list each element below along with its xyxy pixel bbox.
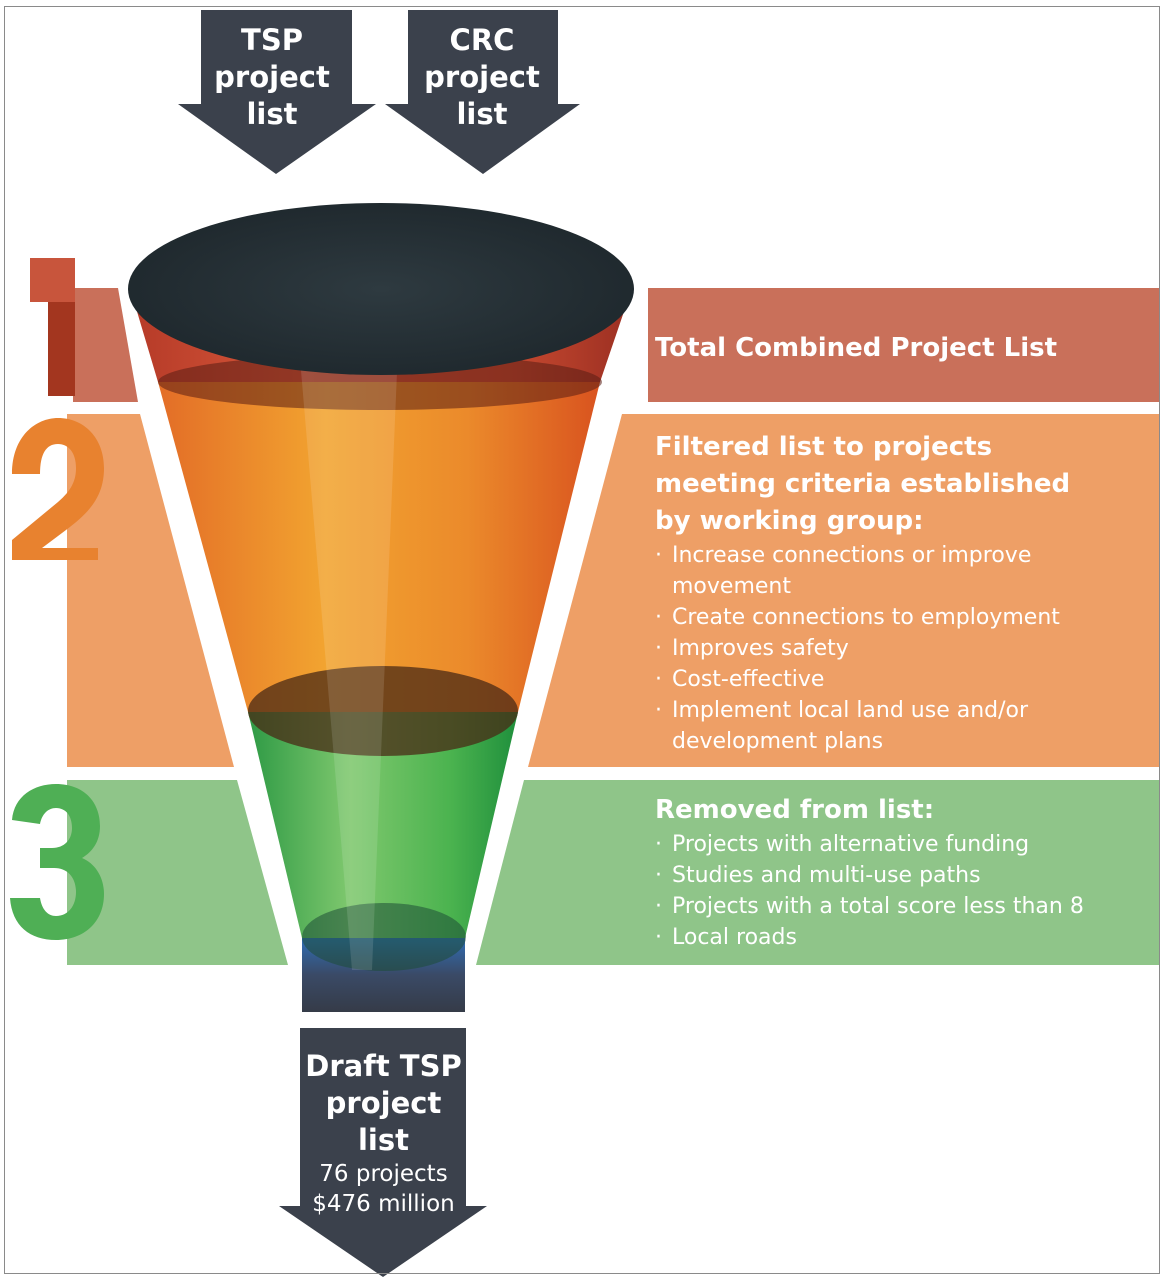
draft-label-line-2: project bbox=[325, 1086, 442, 1120]
removal-text: Local roads bbox=[672, 925, 797, 950]
stage-3-left-panel bbox=[67, 780, 288, 965]
crc-label-line-3: list bbox=[456, 97, 508, 131]
funnel-ring-orange-green bbox=[248, 666, 518, 756]
stage-2-left-panel bbox=[67, 414, 234, 767]
draft-label-line-1: Draft TSP bbox=[305, 1049, 462, 1083]
stage-1-right-panel bbox=[648, 288, 1159, 402]
criteria-text: Increase connections or improve movement bbox=[672, 543, 1032, 599]
stage-2-right-panel bbox=[528, 414, 1159, 767]
stage-1-number bbox=[30, 258, 75, 396]
stage-3-right-panel bbox=[476, 780, 1159, 965]
funnel bbox=[128, 203, 634, 1012]
stage-2-title: Filtered list to projects meeting criter… bbox=[655, 429, 1150, 540]
stage-2-title-line-3: by working group: bbox=[655, 506, 924, 536]
tsp-label-line-3: list bbox=[246, 97, 298, 131]
funnel-ring-green-spout bbox=[302, 903, 466, 971]
list-item: ·Local roads bbox=[655, 925, 797, 950]
draft-label-line-3: list bbox=[357, 1123, 409, 1157]
stage-3-removal-list: ·Projects with alternative funding ·Stud… bbox=[655, 829, 1150, 953]
stage-3-text: Removed from list: ·Projects with altern… bbox=[655, 792, 1150, 953]
crc-project-list-label: CRC project list bbox=[406, 22, 558, 133]
removal-text: Projects with a total score less than 8 bbox=[672, 894, 1084, 919]
list-item: ·Create connections to employment bbox=[655, 605, 1060, 630]
stage-2-title-line-1: Filtered list to projects bbox=[655, 432, 993, 462]
stage-2-text: Filtered list to projects meeting criter… bbox=[655, 429, 1150, 757]
criteria-text: Cost-effective bbox=[672, 667, 825, 692]
tsp-project-list-label: TSP project list bbox=[196, 22, 348, 133]
draft-project-cost: $476 million bbox=[312, 1191, 455, 1217]
stage-3-title: Removed from list: bbox=[655, 795, 935, 825]
tsp-input-arrow bbox=[178, 10, 376, 174]
list-item: ·Cost-effective bbox=[655, 667, 825, 692]
stage-1-title: Total Combined Project List bbox=[655, 333, 1058, 363]
crc-label-line-2: project bbox=[424, 60, 540, 94]
output-arrow bbox=[279, 1028, 487, 1277]
draft-project-count: 76 projects bbox=[319, 1161, 448, 1187]
stage-3-number bbox=[10, 784, 104, 940]
funnel-highlight bbox=[295, 300, 400, 970]
stage-1-text: Total Combined Project List bbox=[655, 330, 1150, 367]
draft-tsp-project-list-label: Draft TSP project list 76 projects $476 … bbox=[296, 1048, 471, 1219]
criteria-text: Improves safety bbox=[672, 636, 849, 661]
stage-2-criteria-list: ·Increase connections or improve movemen… bbox=[655, 540, 1150, 757]
list-item: ·Increase connections or improve movemen… bbox=[655, 543, 1032, 599]
list-item: ·Implement local land use and/or develop… bbox=[655, 698, 1029, 754]
stage-2-title-line-2: meeting criteria established bbox=[655, 469, 1071, 499]
criteria-text: Create connections to employment bbox=[672, 605, 1060, 630]
removal-text: Studies and multi-use paths bbox=[672, 863, 981, 888]
crc-label-line-1: CRC bbox=[449, 23, 515, 57]
funnel-green-section bbox=[248, 712, 518, 938]
list-item: ·Improves safety bbox=[655, 636, 849, 661]
tsp-label-line-1: TSP bbox=[241, 23, 303, 57]
criteria-text: Implement local land use and/or developm… bbox=[672, 698, 1029, 754]
stage-1-left-panel bbox=[73, 288, 138, 402]
list-item: ·Studies and multi-use paths bbox=[655, 863, 981, 888]
list-item: ·Projects with alternative funding bbox=[655, 832, 1030, 857]
funnel-top-opening bbox=[128, 203, 634, 375]
list-item: ·Projects with a total score less than 8 bbox=[655, 894, 1084, 919]
crc-input-arrow bbox=[385, 10, 580, 174]
tsp-label-line-2: project bbox=[214, 60, 330, 94]
funnel-orange-section bbox=[158, 382, 600, 712]
funnel-ring-red-orange bbox=[158, 354, 602, 410]
stage-2-number bbox=[12, 418, 104, 560]
removal-text: Projects with alternative funding bbox=[672, 832, 1030, 857]
